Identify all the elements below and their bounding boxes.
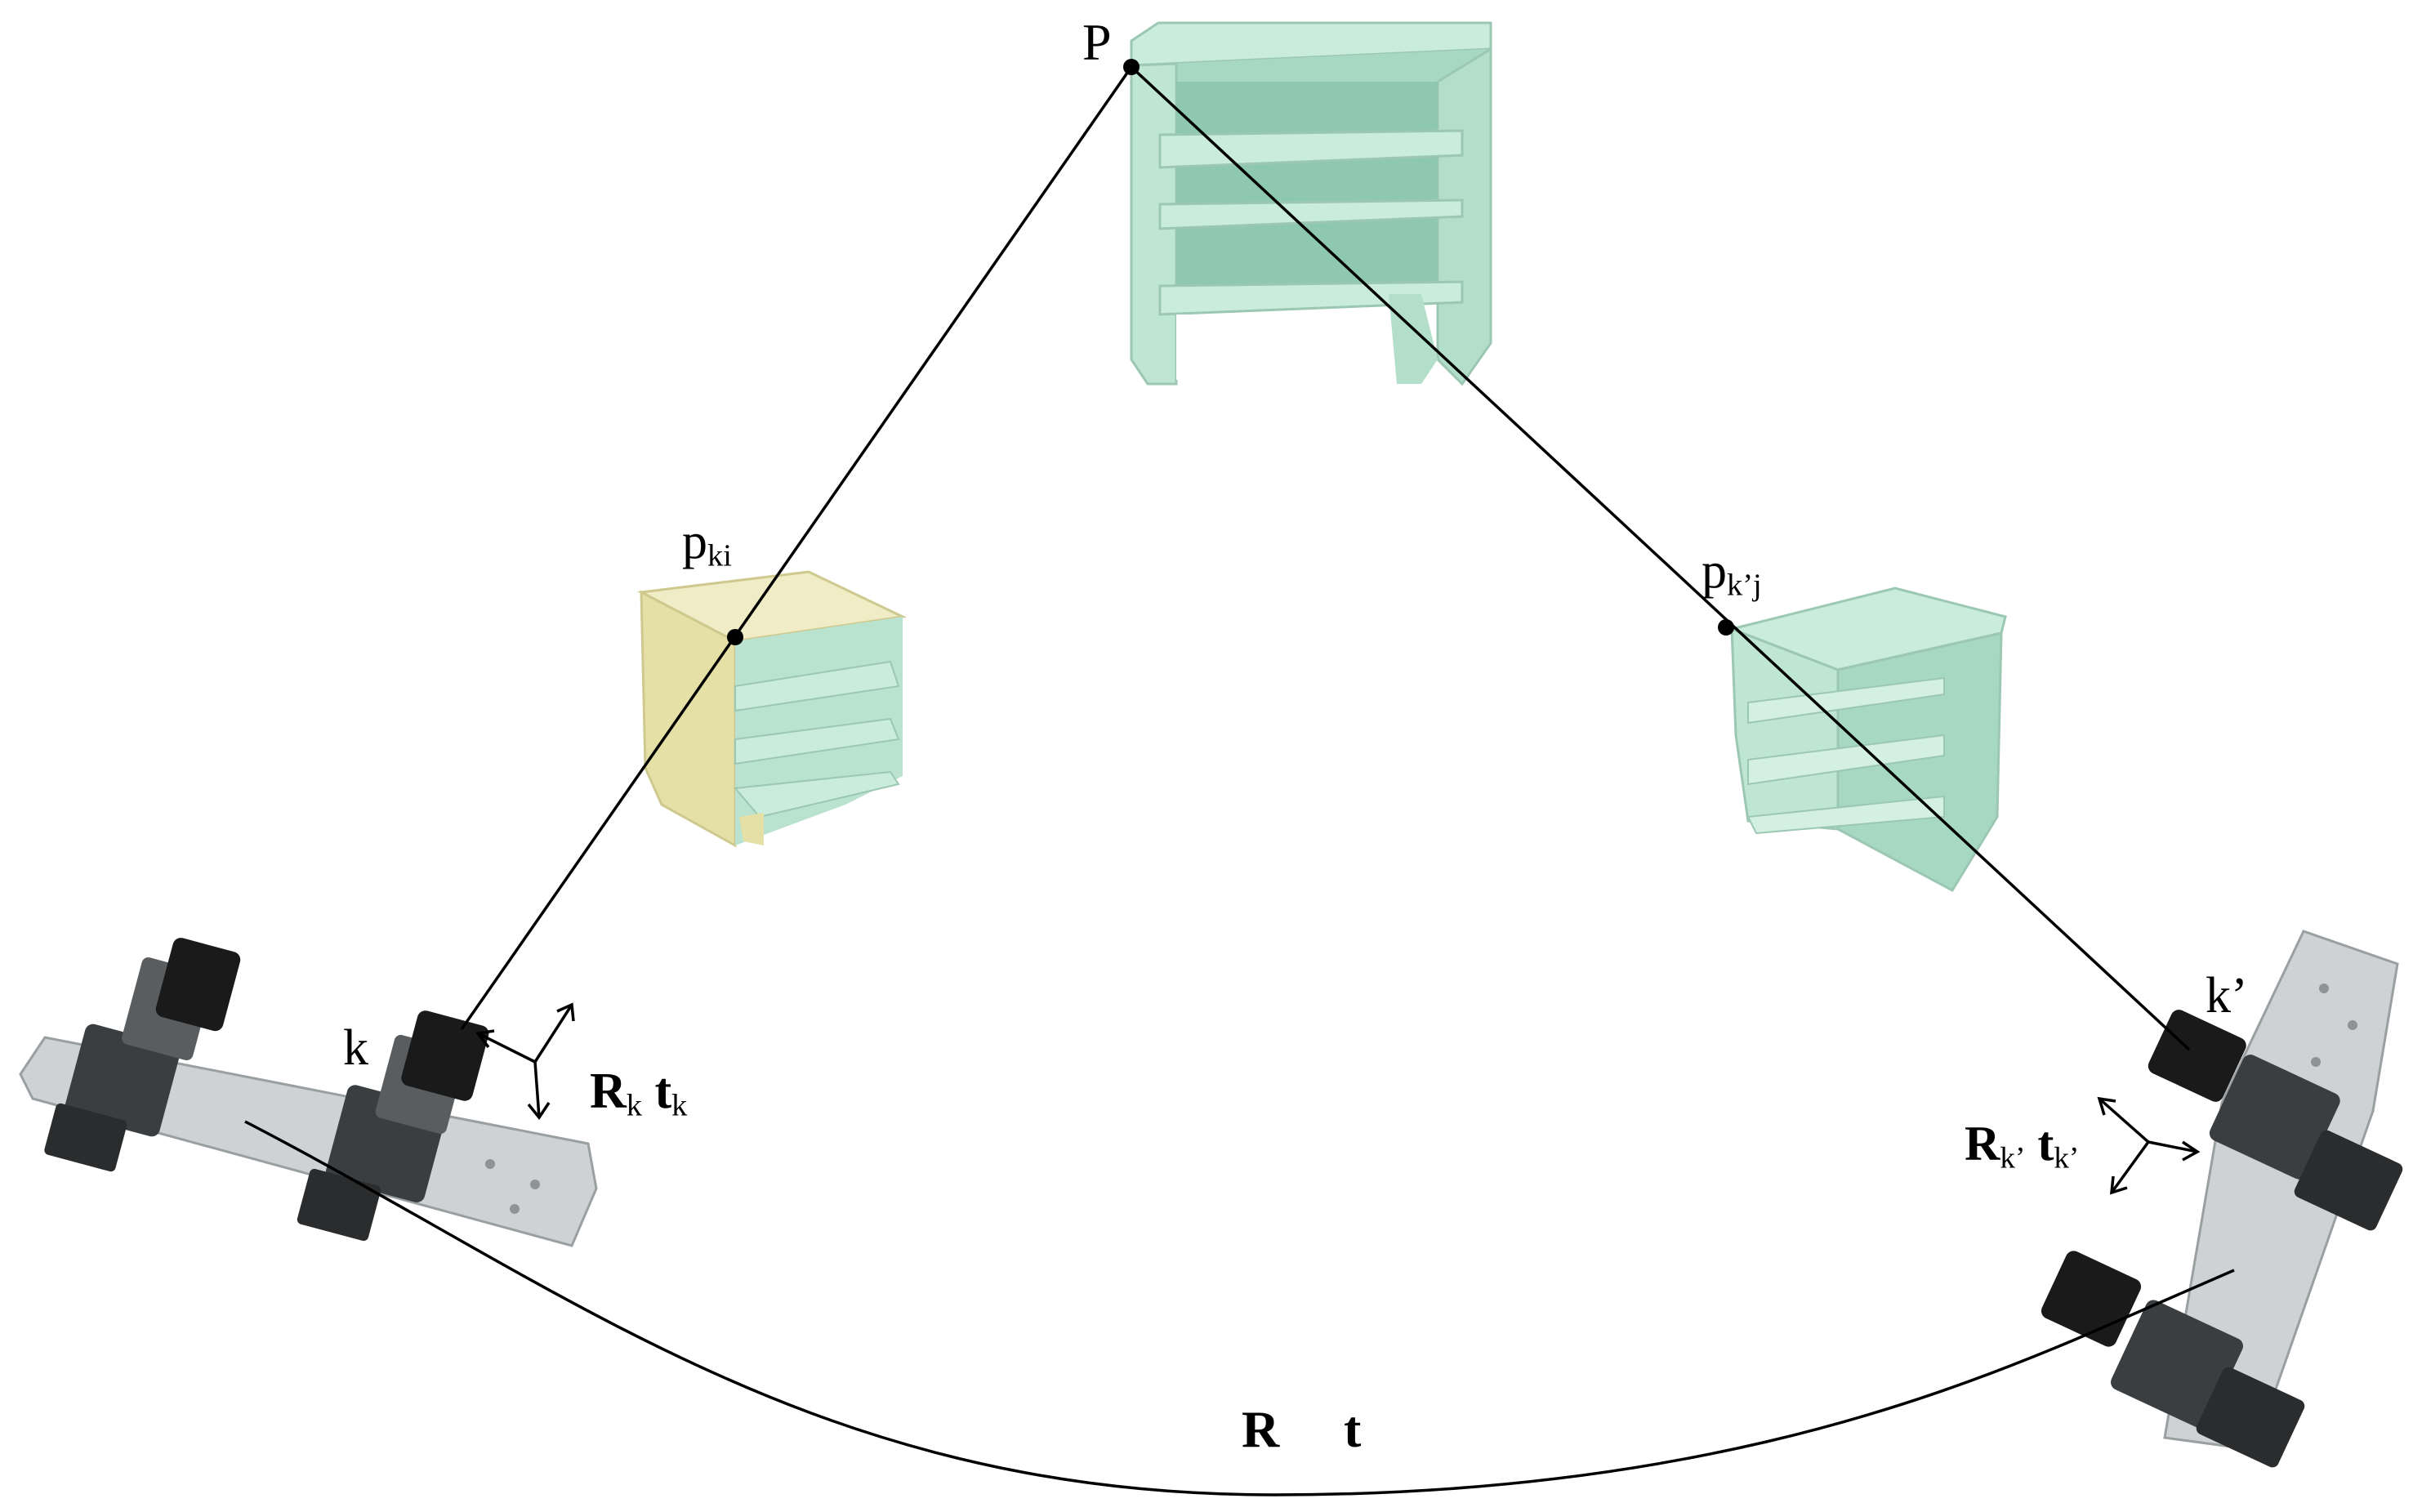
label-Rk-tk: Rk tk bbox=[590, 1066, 687, 1122]
label-p-ki-base: p bbox=[682, 514, 707, 569]
label-k-prime: k’ bbox=[2206, 968, 2248, 1024]
label-p-ki-sub: ki bbox=[707, 538, 732, 573]
label-Rk-sub: k bbox=[626, 1088, 642, 1123]
label-t: t bbox=[1344, 1400, 1362, 1458]
point-p-kj bbox=[1718, 619, 1734, 636]
camera-rig-right bbox=[2041, 930, 2403, 1468]
label-p-ki: pki bbox=[682, 516, 732, 572]
label-Rkp-R: R bbox=[1965, 1117, 2000, 1171]
label-P: P bbox=[1082, 13, 1112, 71]
label-tkp-sub: k’ bbox=[2054, 1141, 2080, 1175]
ray-left bbox=[460, 66, 1133, 1030]
cabinet-right bbox=[1728, 587, 2007, 892]
cabinet-left bbox=[637, 570, 908, 848]
label-p-kj: pk’j bbox=[1702, 546, 1762, 601]
rig-right-baseline bbox=[2074, 1269, 2235, 1341]
cabinet-large bbox=[1130, 21, 1492, 386]
label-tkp-t: t bbox=[2037, 1117, 2054, 1171]
label-k: k bbox=[343, 1020, 368, 1076]
transform-arc bbox=[244, 1120, 2076, 1496]
axes-icon-right bbox=[2097, 1096, 2201, 1195]
axes-icon-left bbox=[475, 1002, 575, 1120]
label-Rk-R: R bbox=[590, 1064, 627, 1119]
label-Rkp-sub: k’ bbox=[2000, 1141, 2026, 1175]
label-tk-t: t bbox=[654, 1064, 672, 1119]
ray-right bbox=[1130, 65, 2191, 1051]
label-p-kj-base: p bbox=[1702, 543, 1727, 599]
point-P bbox=[1123, 59, 1140, 75]
point-p-ki bbox=[727, 629, 743, 645]
camera-rig-left bbox=[19, 938, 598, 1247]
label-tk-sub: k bbox=[671, 1088, 688, 1123]
label-p-kj-sub: k’j bbox=[1727, 568, 1762, 603]
label-R: R bbox=[1242, 1400, 1280, 1458]
label-Rkp-tkp: Rk’ tk’ bbox=[1965, 1119, 2079, 1174]
